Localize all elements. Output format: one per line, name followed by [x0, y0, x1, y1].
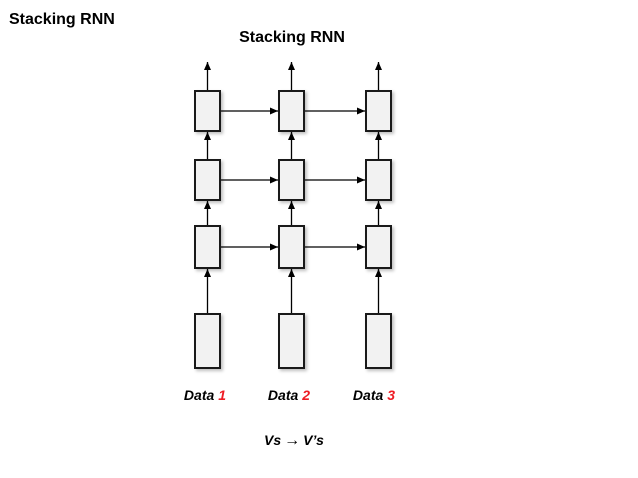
rnn-cell-r3c2: [278, 225, 305, 269]
diagram-title: Stacking RNN: [239, 29, 345, 46]
rnn-cell-r1c1: [194, 90, 221, 132]
data-label-number: 2: [302, 387, 311, 403]
data-label-number: 1: [218, 387, 227, 403]
rnn-cell-r3c3: [365, 225, 392, 269]
caption: Vs→V’s: [264, 432, 324, 450]
data-label-text: Data: [183, 387, 215, 403]
rnn-cell-r2c2: [278, 159, 305, 201]
caption-post: V’s: [303, 432, 324, 448]
data-label-text: Data: [267, 387, 299, 403]
rnn-cell-r3c1: [194, 225, 221, 269]
rnn-cell-r2c1: [194, 159, 221, 201]
caption-pre: Vs: [264, 432, 282, 448]
slide-title: Stacking RNN: [9, 11, 115, 28]
data-label-number: 3: [387, 387, 396, 403]
right-arrow-icon: →: [284, 432, 301, 449]
input-cell-2: [278, 313, 305, 369]
data-label-text: Data: [352, 387, 384, 403]
rnn-cell-r2c3: [365, 159, 392, 201]
rnn-cell-r1c2: [278, 90, 305, 132]
rnn-cell-r1c3: [365, 90, 392, 132]
input-cell-3: [365, 313, 392, 369]
input-cell-1: [194, 313, 221, 369]
